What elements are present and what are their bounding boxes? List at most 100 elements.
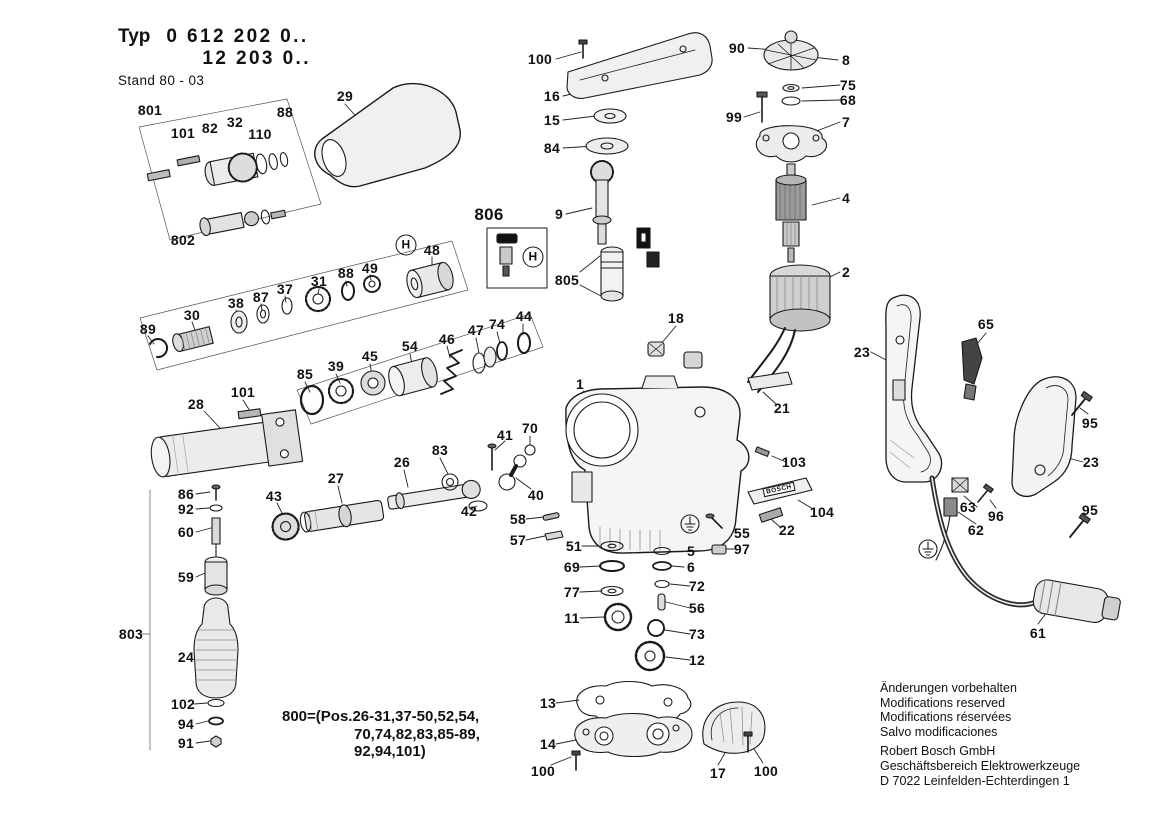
part-label-48: 48 xyxy=(423,242,441,258)
part-label-95: 95 xyxy=(1081,502,1099,518)
legal-notice-fr: Modifications réservées xyxy=(880,710,1012,725)
part-label-90: 90 xyxy=(728,40,746,56)
part-label-88: 88 xyxy=(337,265,355,281)
part-label-32: 32 xyxy=(226,114,244,130)
clip-18-drawing xyxy=(647,341,793,391)
part-label-39: 39 xyxy=(327,358,345,374)
company-division: Geschäftsbereich Elektrowerkzeuge xyxy=(880,758,1081,773)
part-label-99: 99 xyxy=(725,109,743,125)
part-label-49: 49 xyxy=(361,260,379,276)
part-label-101: 101 xyxy=(170,125,196,141)
part-label-42: 42 xyxy=(460,503,478,519)
part-label-68: 68 xyxy=(839,92,857,108)
part-label-46: 46 xyxy=(438,331,456,347)
legal-block: Änderungen vorbehalten Modifications res… xyxy=(880,681,1080,788)
part-label-803: 803 xyxy=(118,626,144,642)
part-label-57: 57 xyxy=(509,532,527,548)
part-label-15: 15 xyxy=(543,112,561,128)
handle-shell-right-drawing xyxy=(1011,376,1093,538)
part-label-14: 14 xyxy=(539,736,557,752)
part-label-31: 31 xyxy=(310,273,328,289)
crank-shaft-drawing xyxy=(271,443,564,541)
part-label-61: 61 xyxy=(1029,625,1047,641)
stand-date: Stand 80 - 03 xyxy=(118,73,205,88)
part-label-56: 56 xyxy=(688,600,706,616)
part-label-100: 100 xyxy=(527,51,553,67)
insert-806-box xyxy=(486,227,548,289)
part-label-63: 63 xyxy=(959,499,977,515)
brush-holder-drawing xyxy=(918,477,994,561)
group-note-line1: 800=(Pos.26-31,37-50,52,54, xyxy=(282,708,480,725)
part-label-801: 801 xyxy=(137,102,163,118)
part-label-101: 101 xyxy=(230,384,256,400)
part-label-43: 43 xyxy=(265,488,283,504)
top-cover-drawing xyxy=(566,32,713,99)
part-label-102: 102 xyxy=(170,696,196,712)
ring-set-row1 xyxy=(149,261,454,359)
striker-parts-drawing xyxy=(146,152,289,237)
part-label-13: 13 xyxy=(539,695,557,711)
part-label-96: 96 xyxy=(987,508,1005,524)
group-note: 800=(Pos.26-31,37-50,52,54, 70,74,82,83,… xyxy=(282,708,480,761)
part-label-75: 75 xyxy=(839,77,857,93)
part-label-87: 87 xyxy=(252,289,270,305)
ring-set-row2 xyxy=(299,332,531,416)
part-label-26: 26 xyxy=(393,454,411,470)
part-label-82: 82 xyxy=(201,120,219,136)
boot-29-drawing xyxy=(314,83,461,188)
handle-column-drawing xyxy=(193,484,239,748)
cable-drawing xyxy=(929,475,1121,623)
part-label-802: 802 xyxy=(170,232,196,248)
part-label-23: 23 xyxy=(1082,454,1100,470)
part-label-22: 22 xyxy=(778,522,796,538)
part-label-9: 9 xyxy=(554,206,564,222)
frame-lines xyxy=(138,98,544,751)
type-header: Typ 0 612 202 0.. 12 203 0.. xyxy=(118,26,311,70)
part-label-74: 74 xyxy=(488,316,506,332)
group-note-line3: 92,94,101) xyxy=(354,743,426,760)
part-label-6: 6 xyxy=(686,559,696,575)
gear-train-drawing xyxy=(599,540,672,672)
company-address: D 7022 Leinfelden-Echterdingen 1 xyxy=(880,773,1070,788)
part-label-45: 45 xyxy=(361,348,379,364)
part-label-86: 86 xyxy=(177,486,195,502)
part-label-17: 17 xyxy=(709,765,727,781)
part-label-72: 72 xyxy=(688,578,706,594)
part-label-84: 84 xyxy=(543,140,561,156)
legal-notice-de: Änderungen vorbehalten xyxy=(880,681,1017,695)
barrel-28-drawing xyxy=(150,408,304,478)
part-label-4: 4 xyxy=(841,190,851,206)
base-plate-drawing xyxy=(571,680,766,771)
part-label-44: 44 xyxy=(515,308,533,324)
part-label-69: 69 xyxy=(563,559,581,575)
part-label-5: 5 xyxy=(686,543,696,559)
part-label-21: 21 xyxy=(773,400,791,416)
part-label-806: 806 xyxy=(474,205,504,224)
part-label-65: 65 xyxy=(977,316,995,332)
part-label-97: 97 xyxy=(733,541,751,557)
part-label-28: 28 xyxy=(187,396,205,412)
part-label-27: 27 xyxy=(327,470,345,486)
model-number-2: 12 203 0.. xyxy=(202,48,311,69)
armature-drawing xyxy=(775,163,807,263)
part-label-70: 70 xyxy=(521,420,539,436)
part-label-H: H xyxy=(522,246,544,268)
group-note-line2: 70,74,82,83,85-89, xyxy=(354,725,480,743)
part-label-41: 41 xyxy=(496,427,514,443)
part-label-83: 83 xyxy=(431,442,449,458)
part-label-55: 55 xyxy=(733,525,751,541)
field-coil-drawing xyxy=(747,264,831,393)
part-label-29: 29 xyxy=(336,88,354,104)
spindle-stack-drawing xyxy=(585,108,660,302)
part-label-103: 103 xyxy=(781,454,807,470)
switch-lever-drawing xyxy=(961,337,983,401)
part-label-54: 54 xyxy=(401,338,419,354)
part-label-12: 12 xyxy=(688,652,706,668)
part-label-H: H xyxy=(395,234,417,256)
part-label-40: 40 xyxy=(527,487,545,503)
part-label-47: 47 xyxy=(467,322,485,338)
part-label-2: 2 xyxy=(841,264,851,280)
part-label-62: 62 xyxy=(967,522,985,538)
part-label-38: 38 xyxy=(227,295,245,311)
company-name: Robert Bosch GmbH xyxy=(880,744,996,759)
